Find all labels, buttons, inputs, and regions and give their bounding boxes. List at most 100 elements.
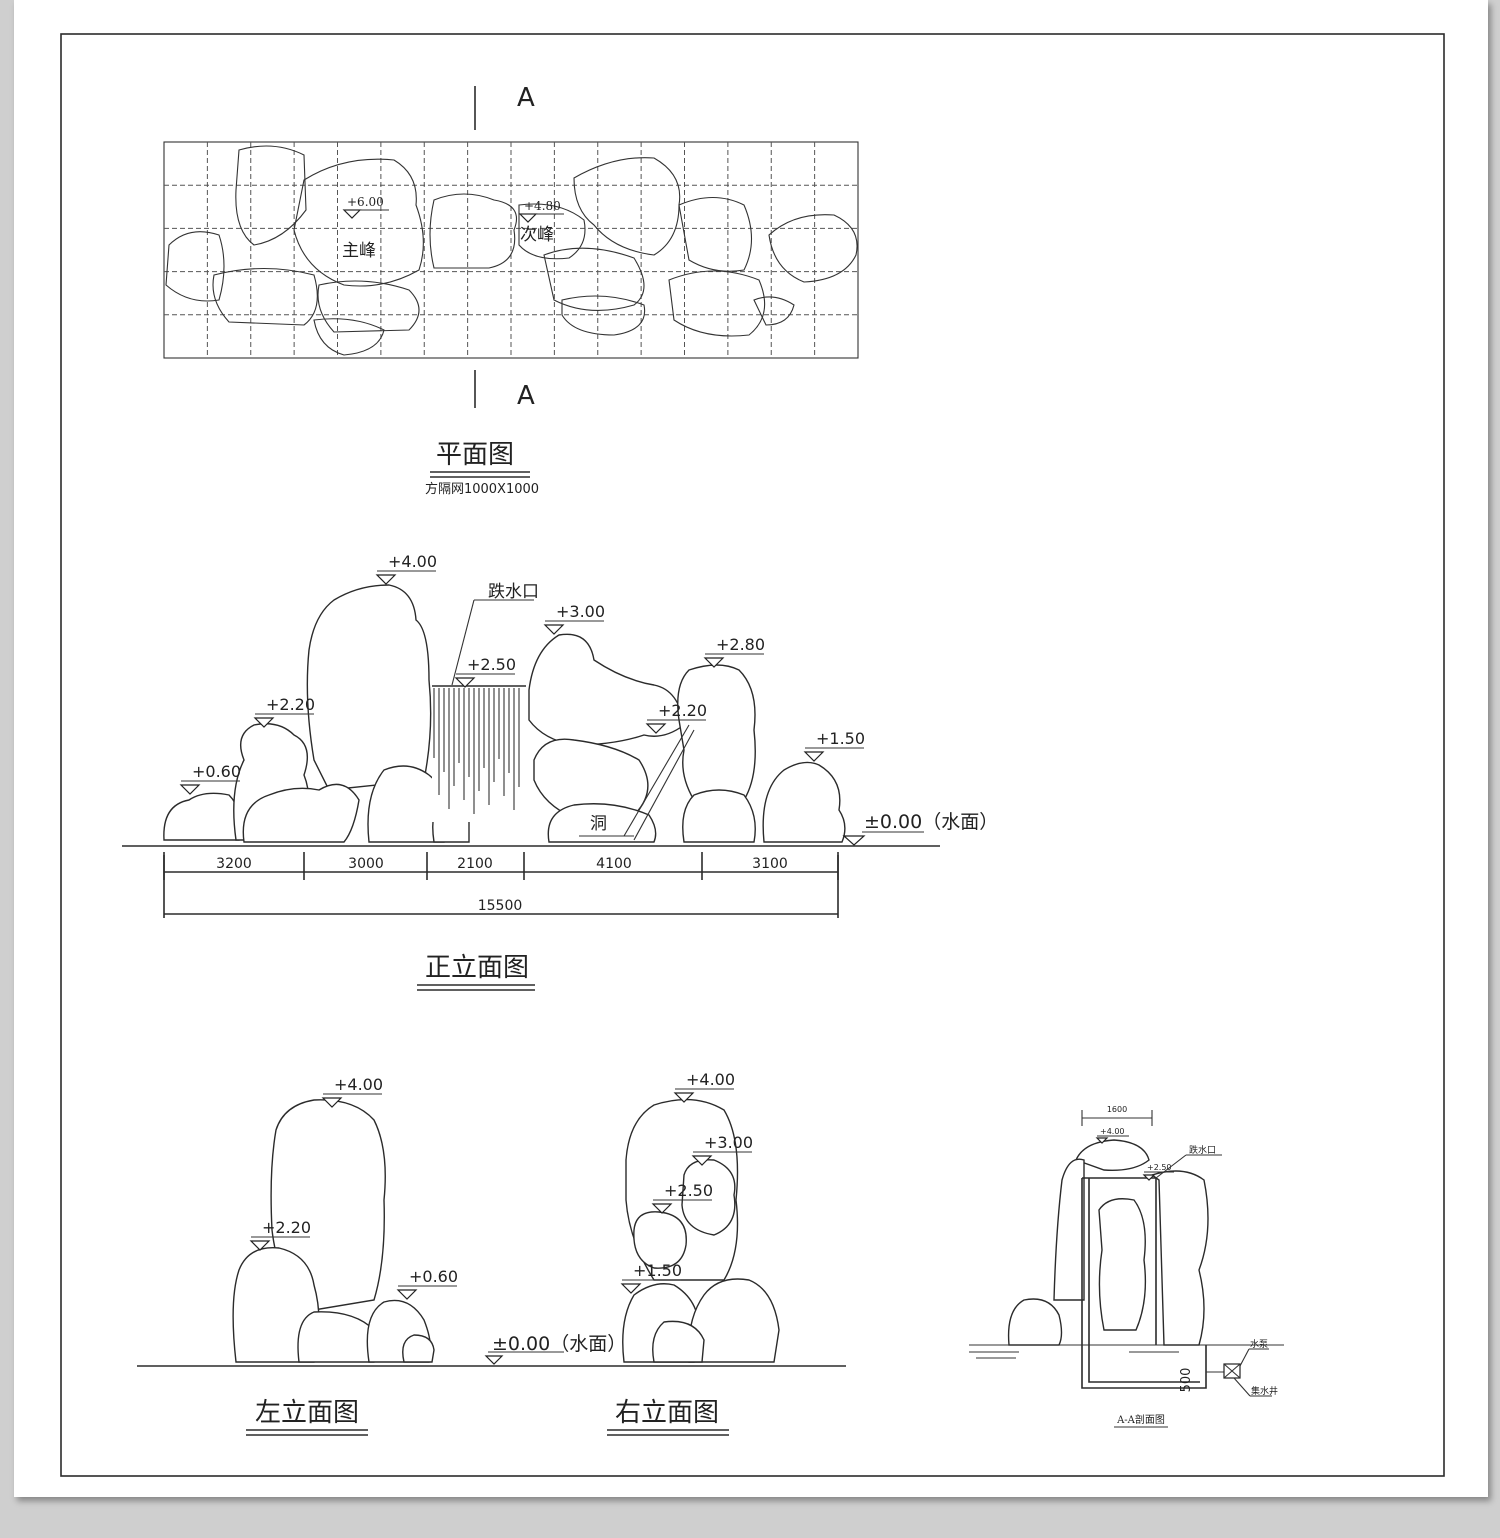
plan-rock-10 <box>678 197 752 272</box>
front-level-label: +2.50 <box>467 655 516 674</box>
front-rock-main-peak <box>306 584 432 791</box>
plan-rock-3 <box>212 268 318 326</box>
dimension-ticks <box>163 852 839 880</box>
left-level-marker <box>249 1240 271 1251</box>
section-pipe-inner <box>1088 1178 1200 1383</box>
right-level-marker <box>651 1203 673 1214</box>
right-elevation-title: 右立面图 <box>615 1398 719 1428</box>
front-level-label: +0.60 <box>192 762 241 781</box>
section-depth-dimension: 500 <box>1179 1368 1194 1393</box>
section-sump-label: 集水井 <box>1251 1385 1278 1397</box>
waterfall-label: 跌水口 <box>488 582 539 602</box>
dimension-4: 4100 <box>596 856 632 872</box>
section-level-1: +4.00 <box>1100 1127 1125 1136</box>
front-level-marker <box>179 784 201 795</box>
plan-rock-8 <box>543 247 645 311</box>
front-rock-3 <box>242 783 360 843</box>
right-level-label: +3.00 <box>704 1133 753 1152</box>
front-rock-1 <box>163 792 241 841</box>
section-rock-right <box>1150 1170 1209 1346</box>
section-top-dimension: 1600 <box>1107 1105 1127 1114</box>
right-level-markers: +4.00+3.00+2.50+1.50 <box>620 1070 753 1294</box>
front-rock-11 <box>762 761 846 843</box>
right-level-label: +2.50 <box>664 1181 713 1200</box>
front-water-level-marker <box>842 835 866 846</box>
front-level-label: +2.80 <box>716 635 765 654</box>
plan-rock-2 <box>165 231 225 302</box>
section-pump-icon-cross-2 <box>1223 1363 1241 1379</box>
section-pump-label: 水泵 <box>1250 1338 1268 1350</box>
right-water-level-marker <box>484 1355 504 1365</box>
section-mark-a-bottom: A <box>517 381 535 411</box>
dimension-3: 2100 <box>457 856 493 872</box>
section-rock-left <box>1053 1158 1085 1301</box>
drawing-frame <box>60 33 1445 1477</box>
left-level-label: +0.60 <box>409 1267 458 1286</box>
plan-rock-11 <box>668 270 766 337</box>
plan-main-peak-level: +6.00 <box>347 195 384 209</box>
plan-rock-5 <box>313 318 385 356</box>
front-level-markers: +4.00+3.00+2.80+2.50+2.20+2.20+1.50+0.60 <box>179 552 865 795</box>
dimension-2: 3000 <box>348 856 384 872</box>
plan-rock-13 <box>753 296 795 326</box>
front-level-marker <box>803 751 825 762</box>
left-rock-4 <box>402 1334 435 1363</box>
dimension-1: 3200 <box>216 856 252 872</box>
plan-rock-12 <box>768 214 858 283</box>
dimension-total: 15500 <box>478 898 523 914</box>
right-rock-2 <box>633 1211 687 1269</box>
section-rock-top <box>1075 1139 1150 1171</box>
left-level-label: +2.20 <box>262 1218 311 1237</box>
plan-secondary-peak-level-marker <box>518 213 538 223</box>
section-waterfall-leader <box>1155 1154 1187 1179</box>
plan-rock-secondary-peak <box>518 203 586 260</box>
section-level-marker-1 <box>1095 1137 1109 1144</box>
waterfall-streams <box>433 688 520 814</box>
right-water-level: ±0.00（水面） <box>492 1333 626 1355</box>
section-rock-bottom-left <box>1007 1298 1063 1346</box>
plan-secondary-peak-label: 次峰 <box>520 225 554 245</box>
dimension-5: 3100 <box>752 856 788 872</box>
left-elevation: +4.00+2.20+0.60 左立面图 <box>137 1075 846 1436</box>
front-elevation: 跌水口 洞 +4.00+3.00+2.80+2.50+2.20+2.20+1.5… <box>122 552 998 991</box>
left-level-markers: +4.00 +2.20 +0.60 <box>249 1075 458 1300</box>
front-level-marker <box>543 624 565 635</box>
cave-label: 洞 <box>590 814 607 834</box>
front-level-label: +3.00 <box>556 602 605 621</box>
section-aa: 1600 水泵 集水井 500 +4.00 +2.50 跌水口 <box>969 1105 1284 1428</box>
front-water-level: ±0.00（水面） <box>864 811 998 833</box>
cave-leader-1 <box>623 724 690 837</box>
front-level-label: +2.20 <box>658 701 707 720</box>
front-rocks <box>163 584 846 843</box>
right-level-label: +1.50 <box>633 1261 682 1280</box>
right-level-marker <box>691 1155 713 1166</box>
cad-drawing: A A +6.00 主峰 +4.80 次峰 <box>60 33 1445 1477</box>
plan-rock-7 <box>573 157 681 256</box>
front-rock-8 <box>547 803 657 843</box>
waterfall-background <box>432 686 524 822</box>
section-waterfall-label: 跌水口 <box>1189 1144 1216 1156</box>
right-rock-4 <box>687 1278 780 1363</box>
right-level-marker <box>673 1092 695 1103</box>
cave-leader-2 <box>633 729 695 841</box>
plan-secondary-peak-level: +4.80 <box>524 199 561 213</box>
plan-grid <box>164 142 858 358</box>
front-level-label: +4.00 <box>388 552 437 571</box>
left-level-marker <box>396 1289 418 1300</box>
plan-title: 平面图 <box>436 440 514 470</box>
section-rock-center <box>1098 1198 1147 1331</box>
drawing-sheet: A A +6.00 主峰 +4.80 次峰 <box>14 0 1488 1497</box>
left-level-marker <box>321 1097 343 1108</box>
section-title: A-A剖面图 <box>1116 1413 1165 1426</box>
plan-subtitle: 方隔网1000X1000 <box>425 481 539 497</box>
front-level-marker <box>645 723 667 734</box>
plan-view: A A +6.00 主峰 +4.80 次峰 <box>163 83 859 497</box>
plan-main-peak-level-marker <box>342 209 362 219</box>
left-level-label: +4.00 <box>334 1075 383 1094</box>
front-level-marker <box>375 574 397 585</box>
section-level-2: +2.50 <box>1147 1163 1172 1172</box>
section-pump-leader <box>1239 1348 1250 1367</box>
plan-main-peak-label: 主峰 <box>342 241 376 261</box>
section-sump-leader <box>1233 1377 1251 1397</box>
plan-rock-outlines <box>165 145 858 356</box>
